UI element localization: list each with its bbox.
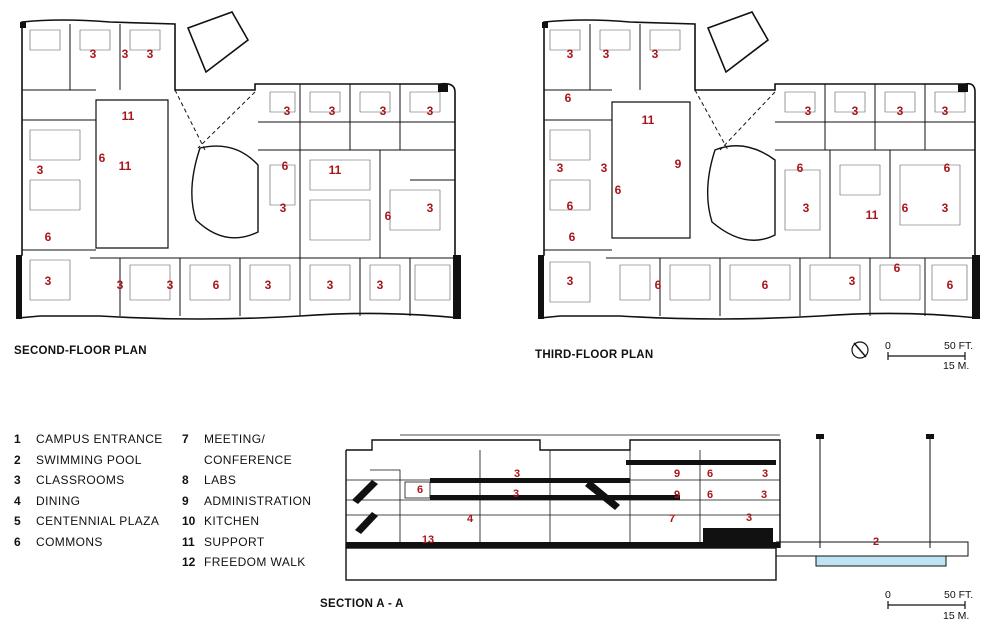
section-scale-ft: 50 FT. [944,589,973,601]
room-tag: 3 [942,201,949,215]
room-tag: 6 [947,278,954,292]
room-tag: 3 [284,104,291,118]
room-tag: 6 [615,183,622,197]
room-tag: 4 [467,513,474,525]
room-tag: 6 [569,230,576,244]
room-tag: 3 [567,274,574,288]
room-tag: 3 [45,274,52,288]
room-tag: 3 [603,47,610,61]
room-tag: 3 [265,278,272,292]
room-tag: 3 [377,278,384,292]
room-tag: 6 [565,91,572,105]
room-tag: 11 [866,208,879,222]
room-tag: 3 [601,161,608,175]
room-tag: 3 [427,104,434,118]
room-tag: 6 [762,278,769,292]
room-tag: 3 [803,201,810,215]
room-tag: 6 [213,278,220,292]
room-tag: 6 [655,278,662,292]
section-scale-zero: 0 [885,589,891,601]
room-tag: 6 [894,261,901,275]
room-tag: 3 [117,278,124,292]
room-tag: 3 [147,47,154,61]
room-tag: 6 [797,161,804,175]
room-tag: 3 [762,468,768,480]
room-tag: 3 [897,104,904,118]
room-tag: 6 [385,209,392,223]
room-tag: 3 [514,468,520,480]
section-caption: SECTION A - A [320,598,404,610]
room-tag: 13 [422,534,434,546]
plan-scale-m: 15 M. [943,360,969,372]
room-tag: 3 [567,47,574,61]
room-tag: 9 [674,468,680,480]
room-tag: 11 [119,159,132,173]
room-tag: 3 [122,47,129,61]
room-tag: 3 [849,274,856,288]
room-tag: 3 [942,104,949,118]
room-tag: 3 [37,163,44,177]
room-tag: 3 [380,104,387,118]
room-tag: 3 [327,278,334,292]
third-floor-caption: THIRD-FLOOR PLAN [535,349,654,361]
room-tag: 9 [674,489,680,501]
room-tag: 6 [417,484,423,496]
room-tag: 7 [669,513,675,525]
room-tag: 3 [652,47,659,61]
room-tag: 6 [45,230,52,244]
room-tag: 3 [557,161,564,175]
north-arrow-icon [851,341,869,359]
room-tag: 3 [167,278,174,292]
room-tag: 3 [761,489,767,501]
room-tag: 3 [513,488,519,500]
room-tag: 6 [707,468,713,480]
room-tag: 3 [746,512,752,524]
room-tag: 3 [329,104,336,118]
room-tag: 6 [282,159,289,173]
room-tag: 3 [280,201,287,215]
room-tag: 3 [90,47,97,61]
room-tag: 11 [329,163,342,177]
plan-scale-ft: 50 FT. [944,340,973,352]
room-tag: 6 [567,199,574,213]
room-tag: 6 [902,201,909,215]
room-tag: 9 [675,157,682,171]
section-scale-m: 15 M. [943,610,969,622]
room-tag: 3 [805,104,812,118]
room-tag: 3 [852,104,859,118]
room-tag: 6 [707,489,713,501]
second-floor-caption: SECOND-FLOOR PLAN [14,345,147,357]
legend-item: CONFERENCE [204,452,293,467]
plan-scale-zero: 0 [885,340,891,352]
room-tag: 6 [944,161,951,175]
room-tag: 6 [99,151,106,165]
room-tag: 11 [122,109,135,123]
room-tag: 11 [642,113,655,127]
swimming-pool [815,555,947,567]
room-tag: 3 [427,201,434,215]
room-tag: 2 [873,536,879,548]
